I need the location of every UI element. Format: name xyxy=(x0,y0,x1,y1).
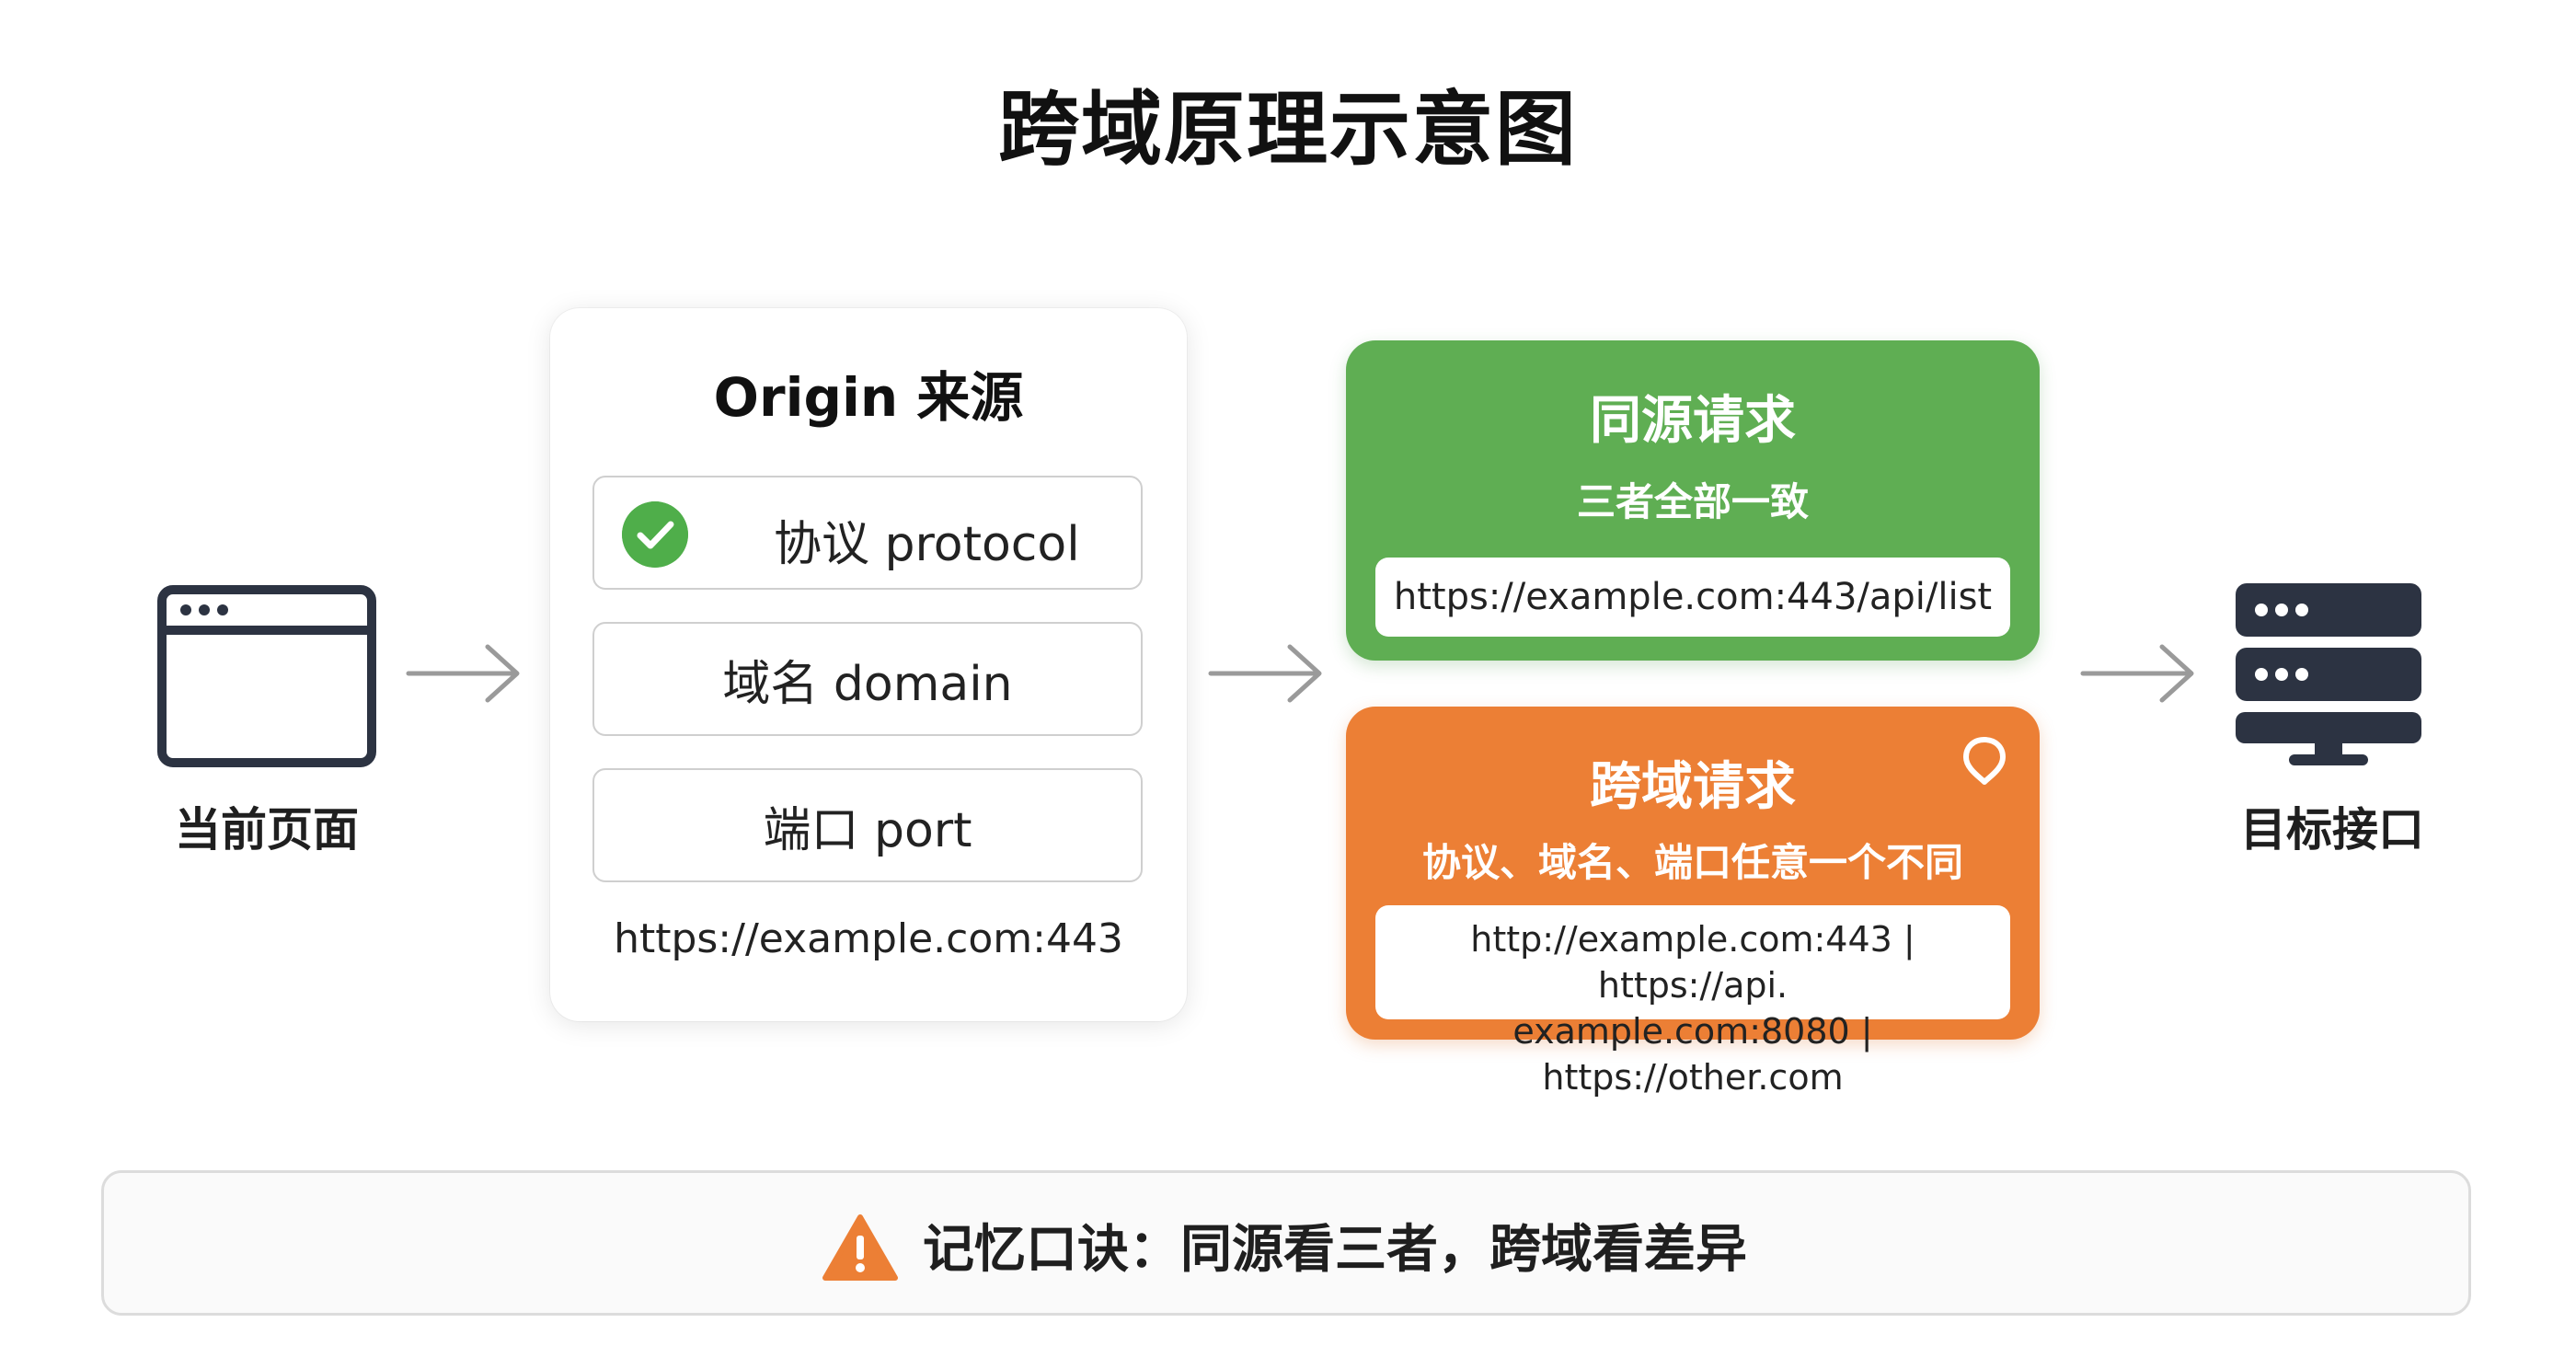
mnemonic-text: 记忆口诀：同源看三者，跨域看差异 xyxy=(923,1220,1747,1280)
cross-origin-subtitle: 协议、域名、端口任意一个不同 xyxy=(1421,840,1963,885)
origin-field-port: 端口 port xyxy=(592,768,1143,882)
cross-origin-card: 跨域请求 协议、域名、端口任意一个不同 http://example.com:4… xyxy=(1346,707,2040,1098)
browser-window-icon xyxy=(157,585,376,767)
same-origin-title: 同源请求 xyxy=(1590,391,1796,451)
origin-example-url: https://example.com:443 xyxy=(614,915,1123,962)
same-origin-url: https://example.com:443/api/list xyxy=(1375,558,2010,637)
origin-field-label: 端口 port xyxy=(763,802,972,858)
cross-origin-urls: http://example.com:443 | https://api. ex… xyxy=(1375,905,2010,1098)
warning-icon xyxy=(822,1214,898,1281)
cross-origin-urls-line-1: http://example.com:443 | https://api. xyxy=(1470,919,1915,1006)
origin-field-label: 域名 domain xyxy=(722,656,1013,712)
arrow-right-icon xyxy=(406,644,520,703)
same-origin-subtitle: 三者全部一致 xyxy=(1576,479,1809,524)
cross-origin-title: 跨域请求 xyxy=(1590,757,1796,817)
origin-field-domain: 域名 domain xyxy=(592,622,1143,736)
arrow-right-icon xyxy=(1208,644,1322,703)
same-origin-card: 同源请求 三者全部一致 https://example.com:443/api/… xyxy=(1346,340,2040,661)
origin-field-label: 协议 protocol xyxy=(774,517,1080,572)
target-api-label: 目标接口 xyxy=(2240,803,2424,857)
server-icon xyxy=(2236,583,2421,765)
cross-origin-urls-line-2: example.com:8080 | https://other.com xyxy=(1512,1011,1873,1098)
check-circle-icon xyxy=(622,501,688,568)
location-pin-icon xyxy=(1963,737,2006,785)
origin-field-protocol: 协议 protocol xyxy=(592,476,1143,590)
mnemonic-banner: 记忆口诀：同源看三者，跨域看差异 xyxy=(101,1170,2471,1316)
origin-card: Origin 来源 协议 protocol 域名 domain 端口 port … xyxy=(550,308,1187,1021)
current-page-label: 当前页面 xyxy=(175,803,359,857)
arrow-right-icon xyxy=(2080,644,2194,703)
diagram-title: 跨域原理示意图 xyxy=(997,82,1578,177)
origin-title: Origin 来源 xyxy=(713,366,1024,429)
